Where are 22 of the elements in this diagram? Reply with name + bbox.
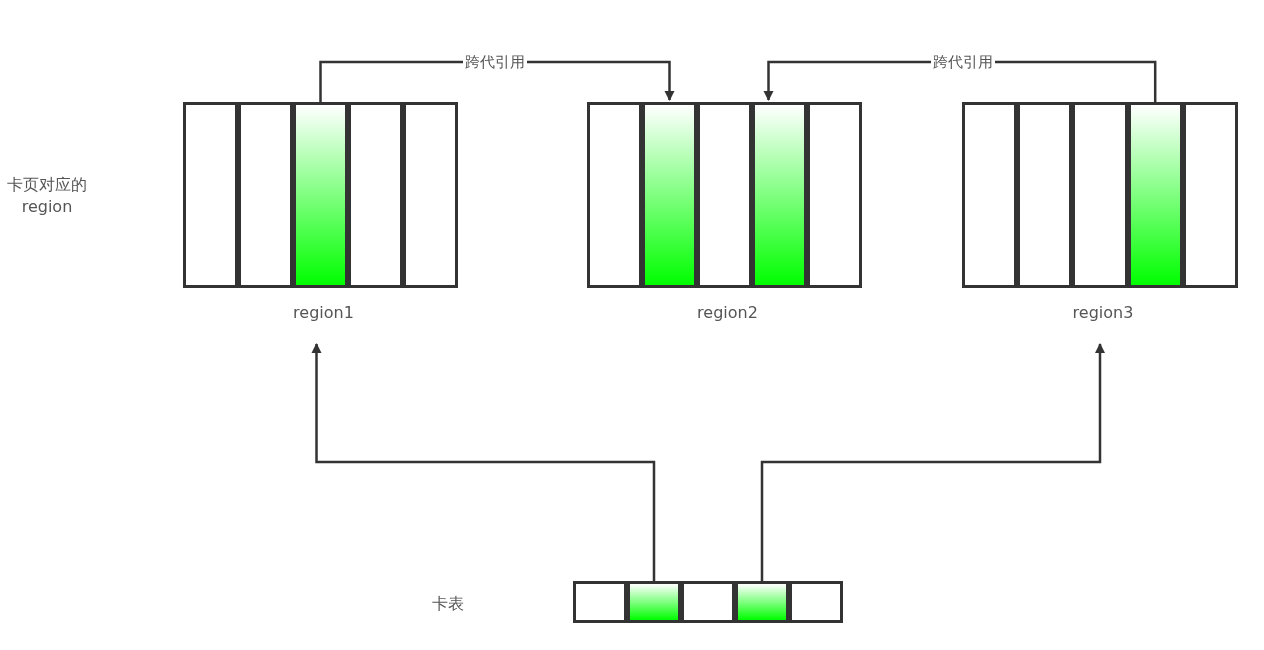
card-cell [681, 581, 735, 623]
region-label: region3 [1071, 303, 1135, 322]
card-cell [1072, 102, 1128, 288]
card-cell [735, 581, 789, 623]
side-note: 卡表 [431, 593, 465, 615]
card-cell [238, 102, 293, 288]
card-cell [1017, 102, 1073, 288]
side-note: 卡页对应的 region [6, 174, 88, 218]
card-table-box [573, 581, 843, 623]
card-cell [752, 102, 807, 288]
edge-label: 跨代引用 [931, 52, 995, 72]
region-label: region1 [292, 303, 355, 322]
arrow [760, 343, 1105, 581]
arrow [311, 343, 656, 581]
card-cell [348, 102, 403, 288]
card-cell [1127, 102, 1183, 288]
card-cell [697, 102, 752, 288]
edge-label: 跨代引用 [463, 52, 527, 72]
region-label: region2 [696, 303, 759, 322]
card-cell [293, 102, 348, 288]
card-cell [627, 581, 681, 623]
card-cell [642, 102, 697, 288]
